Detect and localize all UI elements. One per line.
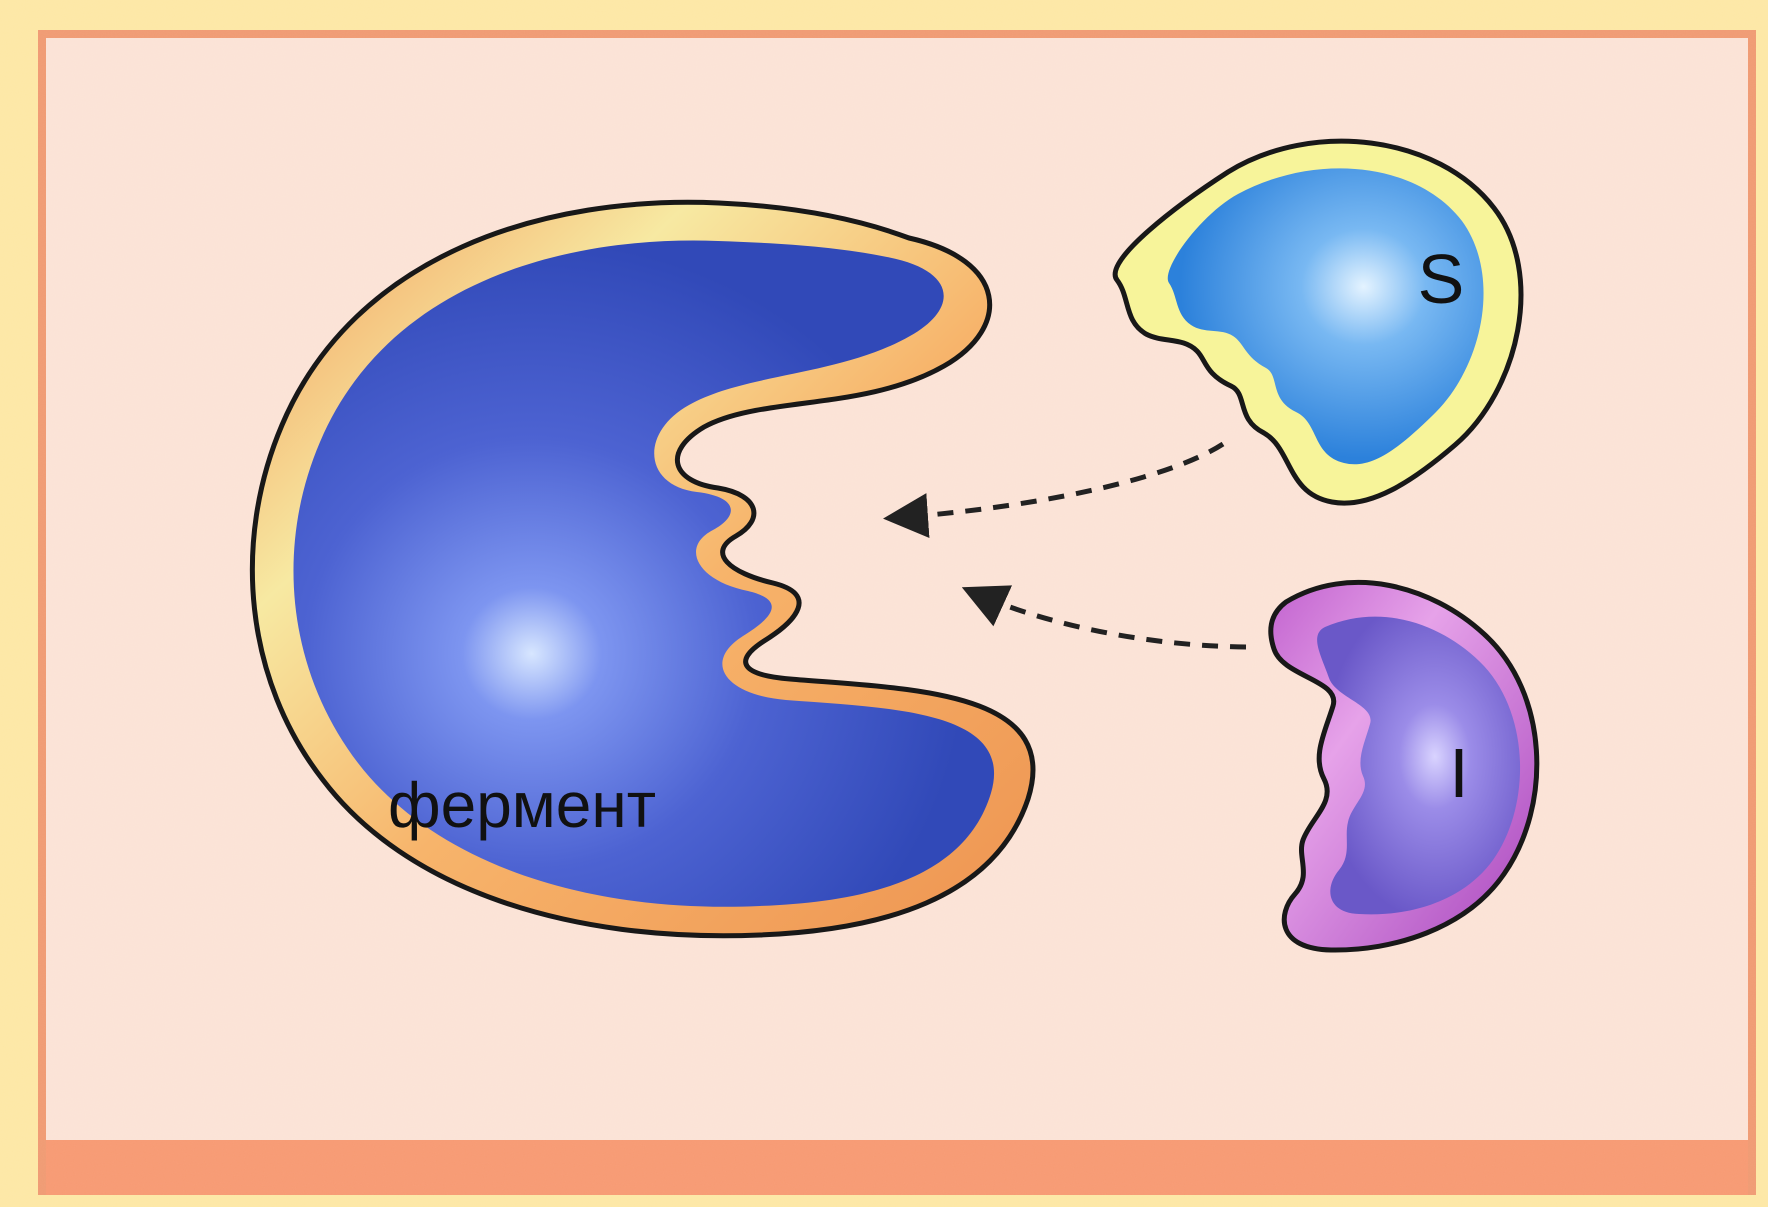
- enzyme-label: фермент: [388, 769, 656, 841]
- inhibitor-label: I: [1449, 734, 1468, 812]
- substrate-label: S: [1418, 240, 1465, 318]
- panel-bottom-band: [46, 1140, 1748, 1195]
